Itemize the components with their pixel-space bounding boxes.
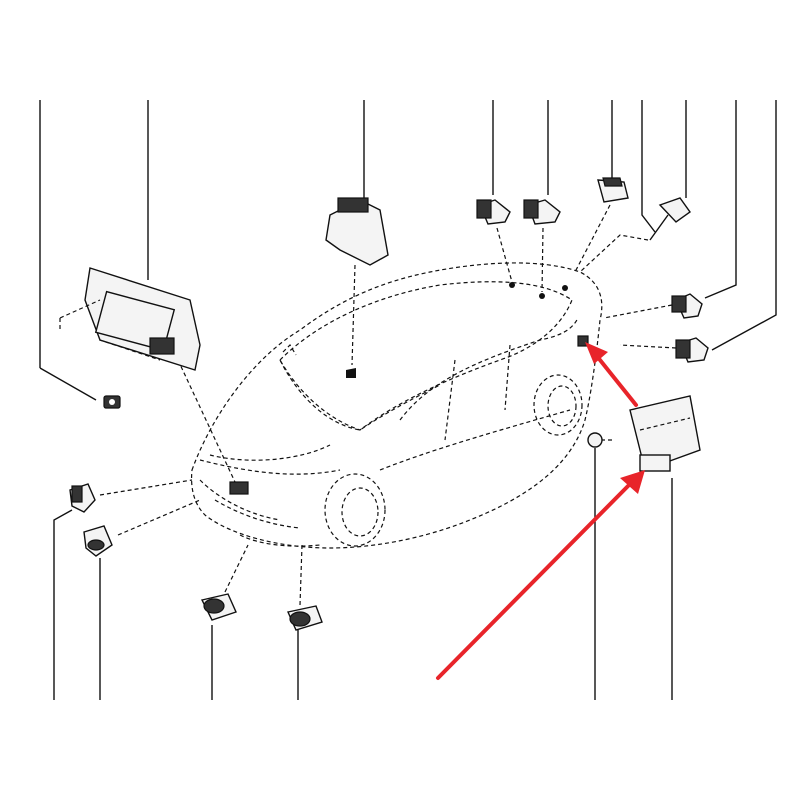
clip-connector bbox=[649, 197, 691, 241]
connector bbox=[619, 344, 677, 349]
connector bbox=[496, 227, 513, 283]
sensor-front-left-2 bbox=[83, 525, 113, 557]
radar-module bbox=[59, 267, 201, 371]
connector bbox=[117, 499, 201, 536]
leader-line bbox=[53, 509, 73, 700]
bolt-icon bbox=[103, 395, 121, 409]
car-grille bbox=[214, 499, 301, 529]
connector bbox=[574, 204, 611, 273]
sensor-rear-2 bbox=[675, 337, 709, 363]
radar-unit bbox=[94, 290, 176, 352]
car-outline bbox=[190, 262, 603, 549]
sensor-mark bbox=[562, 285, 568, 291]
bracket-top bbox=[597, 177, 629, 203]
connector bbox=[299, 544, 303, 606]
sensor-mark bbox=[539, 293, 545, 299]
car-front-wheel bbox=[324, 473, 386, 547]
connector bbox=[99, 479, 193, 496]
connector bbox=[224, 544, 249, 593]
bottom-leader-lines bbox=[53, 448, 673, 700]
car-mirror bbox=[282, 344, 297, 356]
leader-line bbox=[39, 367, 97, 401]
connector bbox=[541, 227, 544, 293]
interior-sensor-mark bbox=[346, 368, 356, 378]
car-front-wheel-hub bbox=[341, 487, 379, 537]
sensor-top-2 bbox=[523, 199, 561, 225]
parking-control-module bbox=[629, 395, 701, 472]
connector bbox=[177, 359, 236, 483]
car-c-pillar bbox=[504, 344, 511, 411]
car-b-pillar bbox=[444, 359, 456, 441]
car-roof bbox=[279, 281, 573, 431]
radar-guide bbox=[59, 299, 101, 330]
sensor-mark bbox=[509, 282, 515, 288]
sensor-front-bottom-1 bbox=[200, 593, 237, 621]
car-headlight bbox=[209, 444, 331, 461]
car-rear-wheel-hub bbox=[547, 385, 577, 427]
control-module-body bbox=[629, 395, 701, 471]
top-leader-lines bbox=[39, 100, 777, 401]
connector bbox=[351, 264, 356, 366]
control-module-detail bbox=[639, 417, 691, 431]
car-windshield bbox=[279, 359, 441, 431]
car-rear-wheel bbox=[533, 374, 583, 436]
leader-line bbox=[711, 100, 777, 351]
highlight-arrow-2 bbox=[436, 470, 645, 680]
front-camera-mark bbox=[229, 481, 249, 495]
car-hood-line bbox=[199, 459, 341, 475]
nut-icon bbox=[587, 432, 603, 448]
radar-connector bbox=[149, 337, 175, 355]
car-bumper bbox=[239, 534, 321, 547]
connector bbox=[603, 304, 673, 319]
leader-line bbox=[704, 100, 737, 299]
connectors bbox=[99, 204, 677, 606]
car-side-window bbox=[399, 317, 579, 421]
connector bbox=[579, 234, 649, 273]
rear-camera-mark bbox=[577, 335, 589, 347]
sensor-top-1 bbox=[476, 199, 511, 225]
leader-line bbox=[641, 100, 656, 233]
car-body bbox=[190, 262, 603, 549]
car-grille bbox=[199, 479, 281, 521]
sensor-front-bottom-2 bbox=[287, 605, 323, 631]
windshield-camera bbox=[325, 197, 389, 266]
sensor-front-left-1 bbox=[69, 483, 96, 513]
control-module-connector bbox=[639, 454, 671, 472]
camera-mount bbox=[337, 197, 369, 213]
car-door-line bbox=[379, 409, 571, 471]
sensor-rear-1 bbox=[671, 293, 703, 319]
highlight-arrow-1 bbox=[585, 342, 638, 407]
